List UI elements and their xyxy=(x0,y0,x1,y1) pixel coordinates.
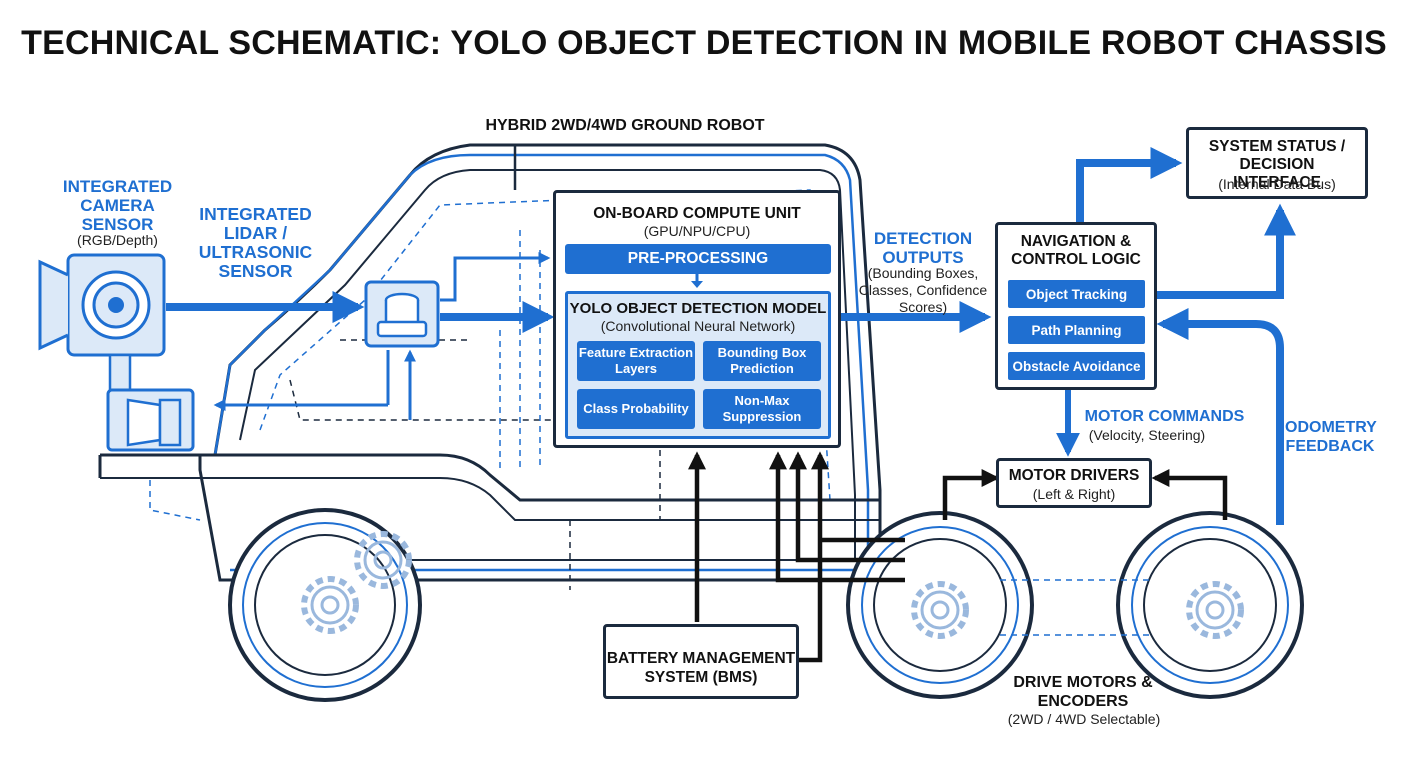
feature-extraction-block: Feature Extraction Layers xyxy=(577,341,695,381)
camera-sensor-icon xyxy=(38,253,195,452)
bms-box: BATTERY MANAGEMENT SYSTEM (BMS) xyxy=(603,624,799,699)
system-status-title: SYSTEM STATUS / DECISION INTERFACE xyxy=(1208,138,1346,191)
motor-drivers-sub: (Left & Right) xyxy=(1032,486,1116,502)
preprocess-arrow xyxy=(691,271,703,288)
odometry-title: ODOMETRY FEEDBACK xyxy=(1285,419,1377,455)
class-probability-block: Class Probability xyxy=(577,389,695,429)
yolo-title: YOLO OBJECT DETECTION MODEL xyxy=(569,300,827,317)
camera-sensor-title: INTEGRATED CAMERA SENSOR xyxy=(62,177,173,234)
path-planning-item: Path Planning xyxy=(1008,316,1145,344)
preprocessing-block: PRE-PROCESSING xyxy=(565,244,831,274)
detection-sub: (Bounding Boxes, Classes, Confidence Sco… xyxy=(858,265,988,315)
lidar-sensor-title: INTEGRATED LIDAR / ULTRASONIC SENSOR xyxy=(198,204,313,281)
navigation-box: NAVIGATION & CONTROL LOGIC Object Tracki… xyxy=(995,222,1157,390)
yolo-sub: (Convolutional Neural Network) xyxy=(600,318,796,334)
motor-drivers-box: MOTOR DRIVERS (Left & Right) xyxy=(996,458,1152,508)
yolo-model-block: YOLO OBJECT DETECTION MODEL (Convolution… xyxy=(565,291,831,439)
navigation-title: NAVIGATION & CONTROL LOGIC xyxy=(1011,233,1141,268)
camera-sensor-sub: (RGB/Depth) xyxy=(77,232,158,248)
system-status-sub: (Internal Data Bus) xyxy=(1218,176,1336,192)
compute-sub: (GPU/NPU/CPU) xyxy=(643,223,751,239)
system-status-box: SYSTEM STATUS / DECISION INTERFACE (Inte… xyxy=(1186,127,1368,199)
motor-commands-sub: (Velocity, Steering) xyxy=(1088,427,1206,443)
nms-block: Non-Max Suppression xyxy=(703,389,821,429)
bms-title: BATTERY MANAGEMENT SYSTEM (BMS) xyxy=(606,650,796,686)
lidar-sensor-icon xyxy=(364,280,440,348)
bounding-box-block: Bounding Box Prediction xyxy=(703,341,821,381)
motor-drivers-title: MOTOR DRIVERS xyxy=(1008,467,1140,484)
obstacle-avoidance-item: Obstacle Avoidance xyxy=(1008,352,1145,380)
front-wheel xyxy=(228,508,422,702)
compute-title: ON-BOARD COMPUTE UNIT xyxy=(593,205,801,222)
motor-commands-title: MOTOR COMMANDS xyxy=(1084,408,1245,425)
object-tracking-item: Object Tracking xyxy=(1008,280,1145,308)
detection-title: DETECTION OUTPUTS xyxy=(873,229,973,267)
robot-label: HYBRID 2WD/4WD GROUND ROBOT xyxy=(485,117,765,134)
diagram-title: TECHNICAL SCHEMATIC: YOLO OBJECT DETECTI… xyxy=(21,24,1387,62)
robot-chassis xyxy=(98,143,882,590)
drive-motors-sub: (2WD / 4WD Selectable) xyxy=(1007,711,1161,727)
rear-wheel-right xyxy=(1116,511,1304,699)
compute-unit: ON-BOARD COMPUTE UNIT (GPU/NPU/CPU) PRE-… xyxy=(553,190,841,448)
drive-motors-title: DRIVE MOTORS & ENCODERS xyxy=(1013,674,1153,710)
